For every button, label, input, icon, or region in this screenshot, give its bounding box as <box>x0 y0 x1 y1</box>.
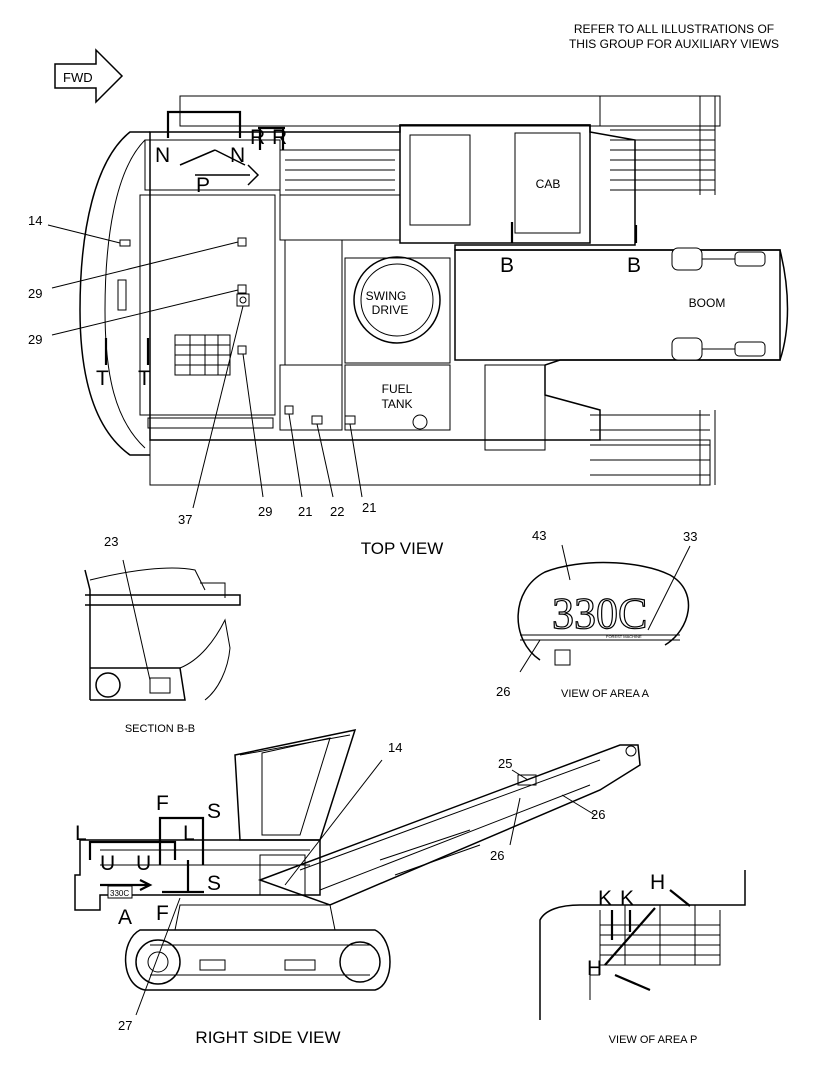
section-t-right: T <box>138 367 151 390</box>
side-decal: 330C <box>110 889 129 898</box>
section-s-bottom: S <box>207 872 221 895</box>
callout-26-area-a: 26 <box>496 684 510 699</box>
callout-29-a: 29 <box>28 286 42 301</box>
fwd-label: FWD <box>63 70 93 85</box>
callout-37: 37 <box>178 512 192 527</box>
section-b-left: B <box>500 254 514 277</box>
boom-label: BOOM <box>689 296 726 310</box>
section-u-right: U <box>136 852 151 875</box>
section-h-bottom: H <box>587 957 602 980</box>
cab-label: CAB <box>536 177 561 191</box>
top-track-lower <box>149 410 716 486</box>
callout-21-a: 21 <box>298 504 312 519</box>
fuel-label-2: TANK <box>381 397 412 411</box>
area-a-view: 330C FOREST MACHINE 43 33 26 <box>496 528 697 699</box>
callout-26-side-b: 26 <box>490 848 504 863</box>
right-side-view: 330C F S L L U U S A F 14 25 26 26 27 <box>74 729 641 1033</box>
refer-note-line1: REFER TO ALL ILLUSTRATIONS OF <box>574 22 774 36</box>
callout-27: 27 <box>118 1018 132 1033</box>
top-view: CAB BOOM SWING DRIVE FUEL TANK N N R R P… <box>28 95 789 527</box>
fwd-arrow-icon <box>54 48 124 104</box>
model-decal-small: FOREST MACHINE <box>606 634 642 639</box>
callout-14-top: 14 <box>28 213 42 228</box>
section-h-top: H <box>650 871 665 894</box>
section-s-top: S <box>207 800 221 823</box>
section-n-right: N <box>230 144 245 167</box>
section-l-right: L <box>183 822 195 845</box>
section-f-bottom: F <box>156 902 169 925</box>
model-decal: 330C <box>552 589 647 638</box>
callout-33: 33 <box>683 529 697 544</box>
section-a: A <box>118 906 132 929</box>
callout-43: 43 <box>532 528 546 543</box>
section-r-right: R <box>272 126 287 149</box>
fuel-label-1: FUEL <box>382 382 413 396</box>
area-p-title: VIEW OF AREA P <box>609 1034 698 1046</box>
callout-23: 23 <box>104 534 118 549</box>
section-k-right: K <box>620 887 634 910</box>
section-p: P <box>196 174 210 197</box>
callout-22: 22 <box>330 504 344 519</box>
boom-pins <box>671 247 766 361</box>
section-f-top: F <box>156 792 169 815</box>
right-side-view-title: RIGHT SIDE VIEW <box>195 1028 340 1047</box>
swing-label-2: DRIVE <box>372 303 409 317</box>
section-u-left: U <box>100 852 115 875</box>
section-bb-title: SECTION B-B <box>125 723 195 735</box>
refer-note-line2: THIS GROUP FOR AUXILIARY VIEWS <box>569 37 779 51</box>
section-b-right: B <box>627 254 641 277</box>
callout-25: 25 <box>498 756 512 771</box>
section-t-left: T <box>96 367 109 390</box>
swing-label-1: SWING <box>366 289 407 303</box>
callout-29-c: 29 <box>258 504 272 519</box>
area-p-view: K K H H <box>539 870 746 1020</box>
section-r-left: R <box>250 126 265 149</box>
section-n-left: N <box>155 144 170 167</box>
callout-14-side: 14 <box>388 740 402 755</box>
callout-21-b: 21 <box>362 500 376 515</box>
callout-29-b: 29 <box>28 332 42 347</box>
section-bb-view: 23 <box>84 534 241 701</box>
callout-26-side-a: 26 <box>591 807 605 822</box>
area-a-title: VIEW OF AREA A <box>561 688 650 700</box>
section-l-left: L <box>75 822 87 845</box>
top-view-title: TOP VIEW <box>361 539 444 558</box>
section-k-left: K <box>598 887 612 910</box>
